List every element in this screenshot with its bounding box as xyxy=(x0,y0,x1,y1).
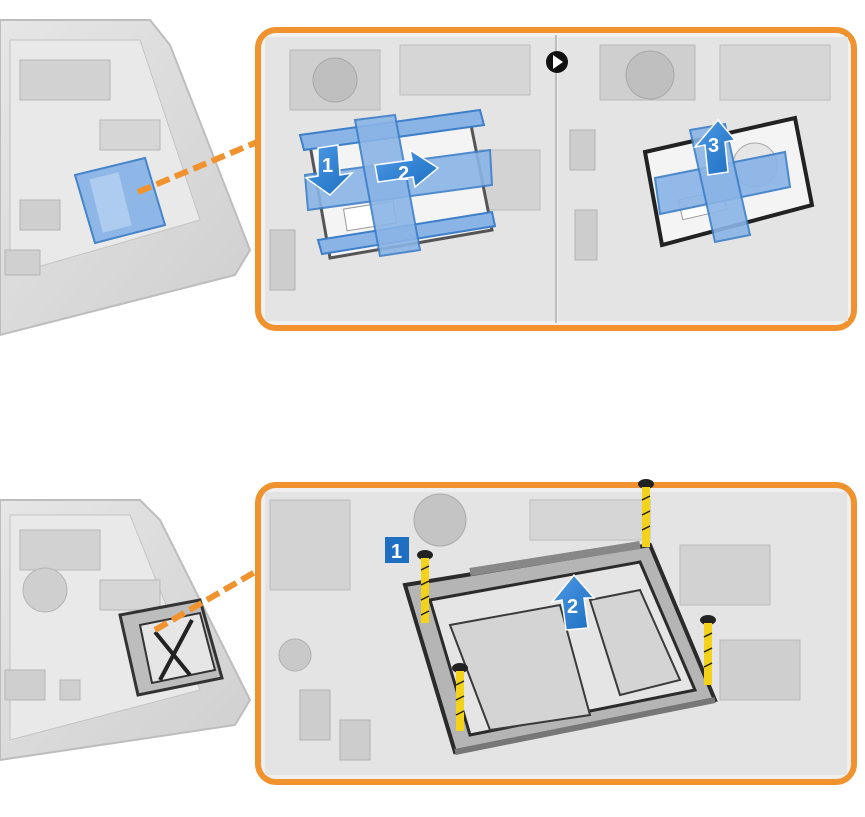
bottom-step-2-label: 2 xyxy=(567,596,578,618)
top-step-2-label: 2 xyxy=(398,163,409,185)
top-step-1-label: 1 xyxy=(322,155,333,177)
bottom-step-1-label: 1 xyxy=(391,541,402,563)
top-step-3-label: 3 xyxy=(708,135,719,157)
play-arrow-icon xyxy=(546,51,568,73)
bottom-step-1-badge: 1 xyxy=(385,537,409,563)
